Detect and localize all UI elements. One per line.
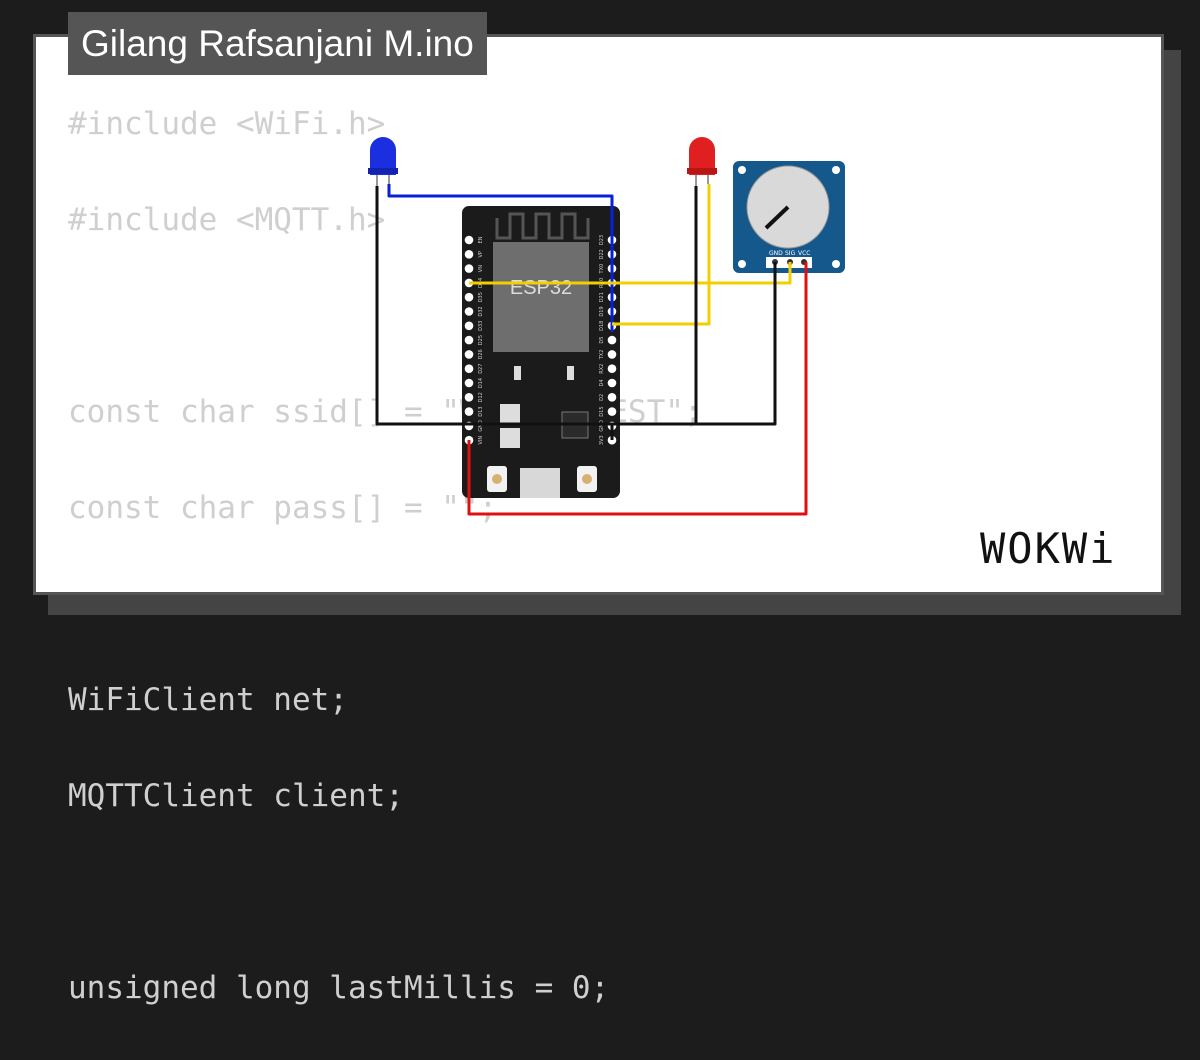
board-pin-label: RX2 [599,364,605,374]
board-pin-label: D26 [478,349,484,359]
board-pin[interactable] [464,250,474,259]
board-pin[interactable] [464,307,474,316]
board-pin-label: D21 [599,292,605,302]
code-line: #include <WiFi.h> [68,106,386,142]
circuit-diagram: ESP32 ENVPVND34D35D32D33D25D26D27D14D12D… [368,137,845,516]
board-pin[interactable] [464,364,474,374]
board-pin[interactable] [464,321,474,331]
board-pin[interactable] [607,364,617,374]
board-pin[interactable] [464,292,474,302]
board-pin-label: D5 [599,337,605,344]
led-blue[interactable] [368,137,398,186]
wire-red [467,262,808,516]
board-pin[interactable] [607,350,617,359]
board-pin-label: VN [478,265,484,272]
project-title[interactable]: Gilang Rafsanjani M.ino [68,12,487,75]
wire-black [375,186,777,426]
board-pin-label: D2 [599,394,605,401]
board-pin-label: D15 [599,406,605,416]
usb-port [520,468,560,498]
led-red[interactable] [687,137,717,186]
board-pin-label: D27 [478,364,484,374]
wire-blue [387,184,614,332]
code-line [68,868,703,916]
pot-knob-indicator [764,205,790,230]
board-pin-label: 3V3 [599,435,605,445]
board-pin[interactable] [464,335,474,345]
board-pin[interactable] [464,378,474,388]
code-line: #include <MQTT.h> [68,202,386,238]
board-pin-label: D32 [478,306,484,316]
code-line: const char pass[] = ""; [68,490,498,526]
board-pin-label: D33 [478,321,484,331]
esp32-chip-shield [493,242,589,352]
board-pin-label: D13 [478,406,484,416]
wire-yellow-pot [469,262,792,285]
board-pin-label: D22 [599,249,605,259]
board-pin-label: TX0 [599,264,605,275]
code-line: WiFiClient net; [68,682,348,718]
esp32-board[interactable]: ESP32 ENVPVND34D35D32D33D25D26D27D14D12D… [462,206,620,498]
pot-pin-label: SIG [785,250,796,257]
board-pin-label: D14 [478,378,484,388]
board-pin-label: D23 [599,235,605,245]
board-pin[interactable] [607,407,617,416]
wokwi-logo: WOKWi [980,524,1117,573]
board-pin[interactable] [464,407,474,416]
wires [375,184,808,516]
pot-pin-label: GND [769,250,783,257]
board-pin-label: D35 [478,292,484,302]
board-pin[interactable] [464,235,474,245]
board-pin-label: VP [478,251,484,257]
code-line: unsigned long lastMillis = 0; [68,970,610,1006]
wire-yellow-led [612,184,711,326]
antenna-trace [495,212,590,240]
board-pin[interactable] [607,393,617,402]
pot-pin-label: VCC [798,250,810,257]
potentiometer[interactable]: GND SIG VCC [733,161,845,273]
board-pin[interactable] [607,378,617,388]
board-pin-label: GND [599,420,605,432]
board-pin[interactable] [607,435,617,445]
board-pin[interactable] [464,264,474,273]
board-pin-label: TX2 [599,350,605,361]
board-pin-label: EN [478,236,484,243]
board-pin-label: D12 [478,392,484,402]
board-pin-label: D19 [599,306,605,316]
code-line: MQTTClient client; [68,778,404,814]
board-pin-label: D18 [599,321,605,331]
board-pin-label: GND [478,420,484,432]
board-pin[interactable] [464,350,474,359]
esp32-chip-label: ESP32 [510,277,572,299]
board-pin-label: D4 [599,379,605,386]
board-pin-label: VIN [478,436,484,445]
board-pin[interactable] [607,335,617,345]
board-pin-label: D25 [478,335,484,345]
board-pin[interactable] [464,393,474,402]
